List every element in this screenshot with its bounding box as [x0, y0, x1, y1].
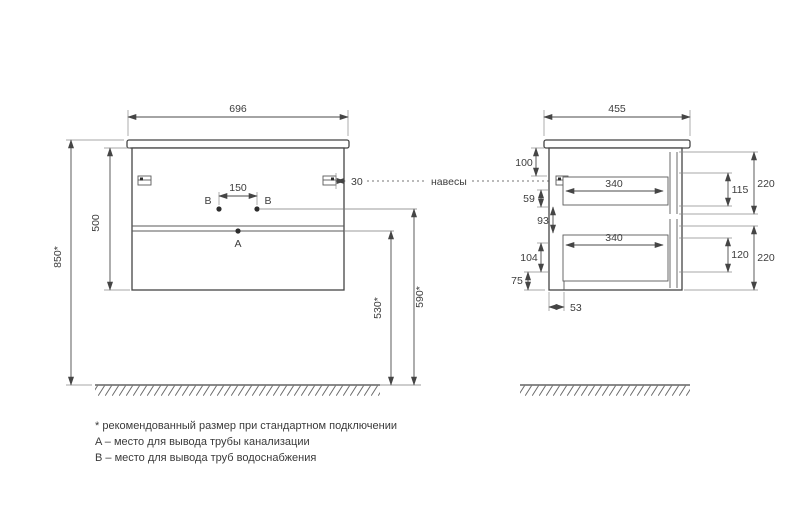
hanger-bracket-right-icon	[322, 175, 337, 186]
dim-100: 100	[515, 157, 533, 169]
dim-width-696: 696	[229, 103, 247, 115]
point-b-right-label: B	[264, 195, 271, 207]
point-b-left	[216, 206, 222, 212]
front-countertop	[126, 139, 350, 149]
dim-total-height-850: 850*	[52, 246, 64, 268]
dim-depth-455: 455	[608, 103, 626, 115]
dim-bracket-offset-30: 30	[351, 176, 363, 188]
front-view: 696 850* 500 150 B B A 30 навесы	[52, 103, 554, 386]
note-point-a: A – место для вывода трубы канализации	[95, 436, 310, 448]
side-countertop	[543, 139, 691, 149]
dim-drawer-top-inner-340: 340	[605, 178, 623, 190]
ground-right	[520, 384, 690, 396]
dim-drain-height-530: 530*	[372, 297, 384, 319]
dim-53: 53	[570, 302, 582, 314]
footnotes: * рекомендованный размер при стандартном…	[95, 420, 397, 464]
point-a-label: A	[234, 238, 241, 250]
dim-120: 120	[731, 249, 749, 261]
dim-front-bottom-220: 220	[757, 252, 775, 264]
dim-75: 75	[511, 275, 523, 287]
dim-115: 115	[732, 184, 749, 196]
side-view: 455 340 340 100 59 93 104 75 53	[511, 103, 775, 314]
dim-drawer-bottom-inner-340: 340	[605, 232, 623, 244]
note-point-b: B – место для вывода труб водоснабжения	[95, 452, 316, 464]
note-recommended-size: * рекомендованный размер при стандартном…	[95, 420, 397, 432]
point-b-right	[254, 206, 260, 212]
hangers-label: навесы	[431, 176, 467, 188]
hanger-bracket-left-icon	[137, 175, 152, 186]
dim-supply-height-590: 590*	[414, 286, 426, 308]
dim-59: 59	[523, 193, 535, 205]
dim-front-top-220: 220	[757, 178, 775, 190]
ground-left	[95, 384, 380, 396]
front-cabinet-body	[131, 147, 345, 291]
point-a	[235, 228, 241, 234]
dim-b-spacing-150: 150	[229, 182, 247, 194]
dim-93: 93	[537, 215, 549, 227]
dim-cabinet-height-500: 500	[90, 214, 102, 232]
point-b-left-label: B	[204, 195, 211, 207]
dim-104: 104	[520, 252, 538, 264]
